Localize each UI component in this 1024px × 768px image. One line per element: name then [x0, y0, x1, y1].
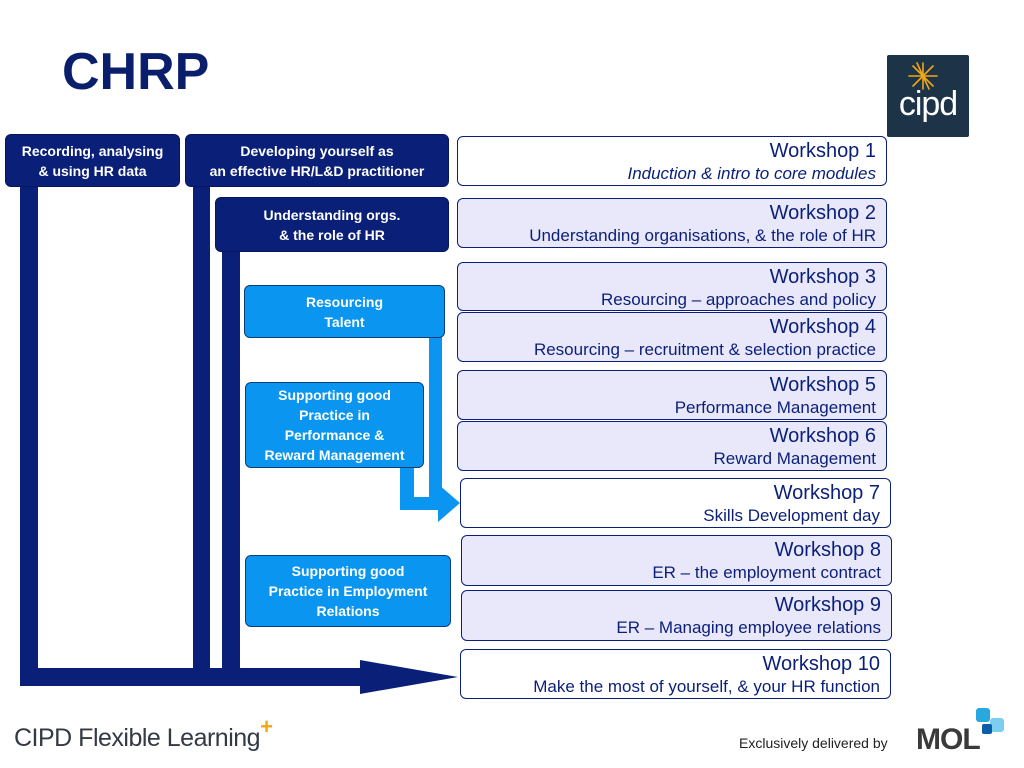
module-understanding-orgs: Understanding orgs. & the role of HR: [215, 197, 449, 252]
workshop-title: Workshop 5: [769, 374, 876, 396]
delivered-by-text: Exclusively delivered by: [739, 735, 888, 751]
workshop-10: Workshop 10 Make the most of yourself, &…: [460, 649, 891, 699]
cipd-flexible-learning-brand: CIPD Flexible Learning+: [14, 714, 273, 753]
workshop-title: Workshop 4: [769, 316, 876, 338]
workshop-description: ER – the employment contract: [652, 563, 881, 582]
module-label-line: Practice in: [299, 407, 370, 423]
workshop-3: Workshop 3 Resourcing – approaches and p…: [457, 262, 887, 311]
flow-bar-recording: [20, 185, 38, 685]
workshop-description: Skills Development day: [703, 506, 880, 525]
workshop-description: Resourcing – approaches and policy: [600, 290, 876, 309]
flow-bar-resourcing: [429, 337, 442, 497]
module-employment-relations: Supporting good Practice in Employment R…: [245, 555, 451, 627]
mol-squares-icon: [976, 708, 1004, 734]
workshop-description: Make the most of yourself, & your HR fun…: [533, 677, 880, 696]
flow-arrowhead-bottom: [360, 660, 458, 694]
module-label-line: Reward Management: [264, 447, 405, 463]
workshop-title: Workshop 7: [773, 482, 880, 504]
workshop-description: Induction & intro to core modules: [627, 164, 876, 183]
workshop-description: Reward Management: [713, 449, 876, 468]
module-label-line: Understanding orgs.: [263, 206, 401, 223]
workshop-title: Workshop 6: [769, 425, 876, 447]
module-recording-analysing: Recording, analysing & using HR data: [5, 134, 180, 187]
module-label-line: Practice in Employment: [268, 583, 428, 599]
workshop-title: Workshop 1: [769, 140, 876, 162]
logo-text: cipd: [898, 85, 958, 123]
cipd-logo: cipd: [887, 55, 969, 137]
workshop-2: Workshop 2 Understanding organisations, …: [457, 198, 887, 248]
flow-bar-connector: [400, 497, 440, 510]
workshop-title: Workshop 9: [774, 594, 881, 616]
flow-bar-developing: [193, 185, 210, 685]
module-label-line: Developing yourself as: [240, 142, 394, 159]
workshop-title: Workshop 8: [774, 539, 881, 561]
brand-text: CIPD Flexible Learning: [14, 724, 261, 752]
workshop-9: Workshop 9 ER – Managing employee relati…: [461, 590, 892, 641]
page-title: CHRP: [62, 43, 210, 101]
workshop-1: Workshop 1 Induction & intro to core mod…: [457, 136, 887, 186]
workshop-description: ER – Managing employee relations: [616, 618, 881, 637]
flow-arrowhead-light: [438, 484, 460, 522]
module-label-line: Relations: [316, 603, 380, 619]
sparkle-icon: [908, 62, 938, 90]
plus-icon: +: [260, 714, 273, 739]
module-label-line: Performance &: [284, 427, 385, 443]
workshop-description: Resourcing – recruitment & selection pra…: [533, 340, 876, 359]
workshop-6: Workshop 6 Reward Management: [457, 421, 887, 471]
workshop-7: Workshop 7 Skills Development day: [460, 478, 891, 528]
module-developing-yourself: Developing yourself as an effective HR/L…: [185, 134, 449, 187]
module-resourcing-talent: Resourcing Talent: [244, 285, 445, 338]
module-label-line: Supporting good: [278, 387, 391, 403]
workshop-title: Workshop 10: [762, 653, 880, 675]
workshop-title: Workshop 2: [769, 202, 876, 224]
workshop-5: Workshop 5 Performance Management: [457, 370, 887, 420]
module-performance-reward: Supporting good Practice in Performance …: [245, 382, 424, 468]
workshop-8: Workshop 8 ER – the employment contract: [461, 535, 892, 586]
module-label-line: an effective HR/L&D practitioner: [209, 162, 425, 179]
workshop-title: Workshop 3: [769, 266, 876, 288]
module-label-line: Talent: [324, 313, 365, 330]
workshop-description: Understanding organisations, & the role …: [529, 226, 876, 245]
module-label-line: & using HR data: [38, 162, 147, 179]
workshop-description: Performance Management: [674, 398, 876, 417]
module-label-line: Resourcing: [305, 293, 383, 310]
workshop-4: Workshop 4 Resourcing – recruitment & se…: [457, 312, 887, 362]
flow-bar-orgs: [222, 250, 240, 685]
module-label-line: Recording, analysing: [21, 142, 164, 159]
module-label-line: Supporting good: [291, 563, 405, 579]
module-label-line: & the role of HR: [279, 226, 385, 243]
flow-bar-bottom: [20, 668, 370, 686]
mol-logo: MOL: [916, 723, 981, 756]
